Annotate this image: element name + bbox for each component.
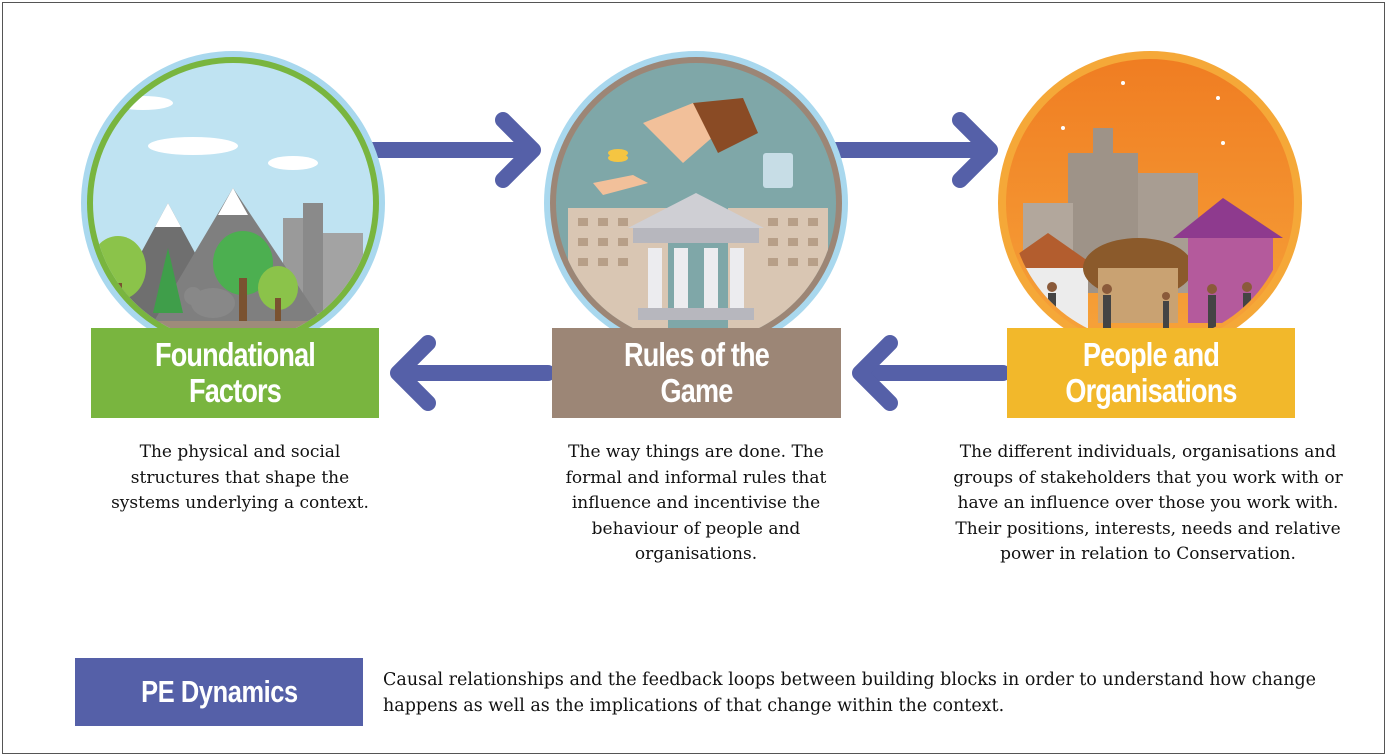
foundational-title-line1: Foundational — [154, 336, 316, 373]
people-illustration — [998, 51, 1302, 418]
foundational-title: Foundational Factors — [117, 328, 353, 418]
pe-dynamics-description: Causal relationships and the feedback lo… — [383, 670, 1317, 716]
pe-dynamics-box: PE Dynamics — [75, 658, 363, 726]
people-description: The different individuals, organisations… — [953, 442, 1343, 564]
foundational-illustration — [81, 51, 385, 418]
arrow-rules-to-foundational — [390, 335, 556, 411]
people-title-line2: Organisations — [1065, 372, 1237, 409]
rules-title: Rules of the Game — [578, 328, 815, 418]
arrow-people-to-rules — [852, 335, 1011, 411]
rules-description: The way things are done. The formal and … — [565, 442, 827, 564]
arrow-foundational-to-rules — [360, 112, 541, 188]
people-title-line1: People and — [1082, 336, 1220, 373]
foundational-title-line2: Factors — [188, 372, 282, 409]
rules-title-line2: Game — [660, 372, 734, 409]
diagram-illustrations — [81, 51, 1302, 418]
arrow-rules-to-people — [823, 112, 998, 188]
foundational-description: The physical and social structures that … — [111, 442, 369, 513]
people-title: People and Organisations — [1033, 328, 1269, 418]
rules-illustration — [544, 51, 848, 418]
pe-dynamics-title: PE Dynamics — [140, 674, 298, 709]
rules-title-line1: Rules of the — [623, 336, 770, 373]
